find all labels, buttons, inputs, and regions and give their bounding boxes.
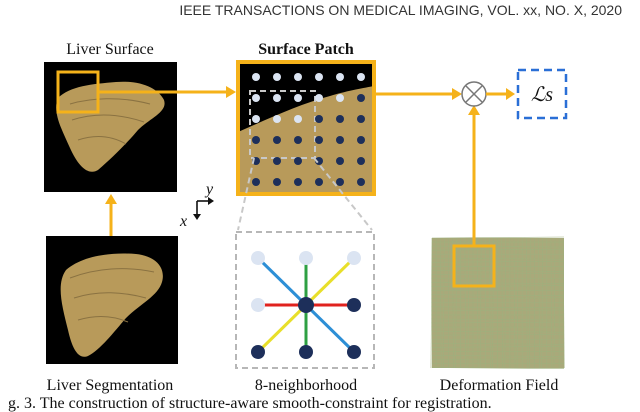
grid-line (431, 294, 565, 297)
grid-line (431, 309, 565, 312)
patch-dot (315, 73, 323, 81)
patch-dot (315, 178, 323, 186)
patch-dot (273, 73, 281, 81)
neighborhood-label: 8-neighborhood (255, 377, 357, 394)
arrowhead-segmentation-to-surface (105, 194, 117, 204)
patch-dot (273, 115, 281, 123)
patch-dot (273, 94, 281, 102)
deformation-field-image (430, 236, 565, 369)
patch-dot (315, 115, 323, 123)
grid-line (431, 306, 565, 309)
patch-dot (336, 73, 344, 81)
patch-dot (294, 115, 302, 123)
axes-indicator (193, 197, 214, 220)
patch-dot (273, 178, 281, 186)
arrowhead-surface-to-patch (226, 86, 236, 98)
patch-dot (336, 136, 344, 144)
patch-dot (294, 178, 302, 186)
patch-dot (357, 73, 365, 81)
grid-line (430, 237, 433, 369)
grid-line (431, 297, 565, 300)
liver-surface-label: Liver Surface (66, 41, 154, 58)
patch-dot (294, 157, 302, 165)
neighborhood-nodes (251, 251, 361, 359)
patch-dot (336, 115, 344, 123)
arrowhead-patch-to-operator (452, 88, 462, 100)
patch-dot (273, 136, 281, 144)
grid-line (431, 355, 565, 357)
figure-caption-partial: g. 3. The construction of structure-awar… (8, 396, 492, 412)
grid-line (431, 333, 565, 336)
grid-line (431, 358, 565, 360)
neighborhood-frame (235, 231, 375, 369)
patch-dot (357, 157, 365, 165)
multiply-operator (461, 81, 487, 107)
patch-dot (252, 94, 260, 102)
surface-patch-image (236, 60, 376, 196)
patch-dot (336, 157, 344, 165)
patch-dot (357, 94, 365, 102)
patch-dot (357, 136, 365, 144)
grid-line (431, 342, 565, 345)
deformation-field-label: Deformation Field (440, 377, 559, 394)
leader-line-right (313, 157, 373, 231)
patch-dot (357, 115, 365, 123)
patch-dot (294, 73, 302, 81)
surface-patch-dots (252, 73, 365, 186)
grid-line (431, 346, 565, 348)
patch-dot (336, 94, 344, 102)
grid-line (431, 318, 565, 321)
axis-x-label: x (179, 213, 187, 230)
patch-dot (252, 178, 260, 186)
leader-line-left (237, 157, 255, 231)
liver-segmentation-label: Liver Segmentation (47, 377, 174, 394)
liver-segmentation-image (46, 236, 178, 364)
running-head: IEEE TRANSACTIONS ON MEDICAL IMAGING, VO… (179, 2, 622, 18)
patch-dot (315, 136, 323, 144)
patch-dot (294, 94, 302, 102)
loss-box (516, 68, 568, 120)
grid-line (431, 321, 565, 324)
axis-y-label: y (204, 181, 214, 198)
arrowhead-operator-to-loss (506, 88, 515, 100)
surface-patch-label: Surface Patch (258, 41, 354, 58)
patch-dot (252, 115, 260, 123)
patch-dot (252, 73, 260, 81)
grid-line (431, 236, 565, 239)
loss-label: ℒs (531, 84, 553, 106)
arrowhead-deformation-to-operator (468, 105, 480, 115)
patch-dot (336, 178, 344, 186)
liver-surface-image (44, 62, 177, 192)
grid-line (431, 330, 565, 333)
neighborhood-edges (256, 256, 356, 354)
patch-dot (273, 157, 281, 165)
patch-dot (294, 136, 302, 144)
grid-line (431, 367, 565, 369)
patch-dot (252, 136, 260, 144)
patch-dot (357, 178, 365, 186)
patch-dot (315, 94, 323, 102)
